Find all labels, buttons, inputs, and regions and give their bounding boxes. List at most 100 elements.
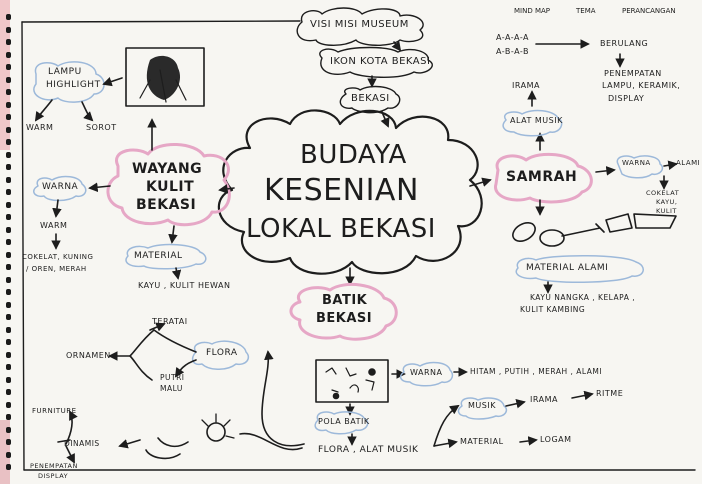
samrah-cokelat-3: KULIT bbox=[656, 207, 677, 215]
binding-hole bbox=[6, 289, 11, 295]
wayang-warna: WARNA bbox=[42, 182, 79, 192]
binding-hole bbox=[6, 426, 11, 433]
samrah-material: MATERIAL ALAMI bbox=[526, 263, 609, 273]
lampu-sorot: SOROT bbox=[86, 123, 117, 132]
binding-hole bbox=[6, 314, 11, 320]
center-title-line2: KESENIAN bbox=[264, 173, 419, 208]
binding-hole bbox=[6, 339, 11, 345]
batik-flora: FLORA bbox=[206, 348, 238, 358]
batik-ritme: RITME bbox=[596, 389, 624, 398]
batik-pola: POLA BATIK bbox=[318, 417, 370, 426]
batik-furniture: FURNITURE bbox=[32, 407, 77, 415]
wayang-colors-2: / OREN, MERAH bbox=[26, 265, 87, 273]
binding-hole bbox=[6, 439, 11, 445]
batik-logam: LOGAM bbox=[540, 435, 572, 444]
header-tema: TEMA bbox=[576, 7, 596, 15]
wayang-material: MATERIAL bbox=[134, 251, 183, 261]
bekasi-node: BEKASI bbox=[351, 93, 390, 104]
binding-hole bbox=[6, 376, 11, 383]
binding-hole bbox=[6, 176, 11, 183]
binding-hole bbox=[6, 251, 11, 258]
left-edge-band-bottom bbox=[0, 420, 10, 484]
batik-musik: MUSIK bbox=[468, 401, 496, 410]
binding-hole bbox=[6, 189, 11, 195]
center-title-line3: LOKAL BEKASI bbox=[246, 214, 436, 244]
binding-hole bbox=[6, 464, 11, 470]
wayang-title-3: BEKASI bbox=[136, 197, 197, 213]
binding-hole bbox=[6, 89, 11, 95]
center-title-line1: BUDAYA bbox=[300, 140, 407, 170]
samrah-warna: WARNA bbox=[622, 159, 651, 167]
batik-warna: WARNA bbox=[410, 368, 443, 377]
samrah-material-value-2: KULIT KAMBING bbox=[520, 305, 586, 314]
binding-hole bbox=[6, 401, 11, 408]
binding-hole bbox=[6, 351, 11, 358]
samrah-title: SAMRAH bbox=[506, 169, 578, 185]
binding-hole bbox=[6, 264, 11, 270]
samrah-irama: IRAMA bbox=[512, 81, 540, 90]
header-perancangan: PERANCANGAN bbox=[622, 7, 676, 15]
batik-irama: IRAMA bbox=[530, 395, 558, 404]
binding-hole bbox=[6, 114, 11, 120]
batik-warna-value: HITAM , PUTIH , MERAH , ALAMI bbox=[470, 367, 603, 376]
samrah-alat-musik: ALAT MUSIK bbox=[510, 116, 563, 125]
samrah-cokelat-2: KAYU, bbox=[656, 198, 678, 206]
wayang-colors-1: COKELAT, KUNING bbox=[22, 253, 94, 261]
binding-hole bbox=[6, 326, 11, 333]
binding-hole bbox=[6, 164, 11, 170]
batik-material: MATERIAL bbox=[460, 437, 504, 446]
binding-hole bbox=[6, 51, 11, 58]
binding-hole bbox=[6, 126, 11, 133]
visi-misi-museum: VISI MISI MUSEUM bbox=[310, 19, 409, 30]
binding-hole bbox=[6, 451, 11, 458]
samrah-cokelat-1: COKELAT bbox=[646, 189, 680, 197]
highlight-label: HIGHLIGHT bbox=[46, 80, 101, 90]
wayang-title-1: WAYANG bbox=[132, 161, 203, 177]
binding-hole bbox=[6, 364, 11, 370]
batik-putri: PUTRI bbox=[160, 373, 185, 382]
batik-display: DISPLAY bbox=[38, 472, 69, 480]
samrah-penempatan-2: LAMPU, KERAMIK, bbox=[602, 81, 681, 90]
binding-hole bbox=[6, 389, 11, 395]
lampu-warm: WARM bbox=[26, 123, 54, 132]
batik-ornamen: ORNAMEN bbox=[66, 351, 111, 360]
batik-penempatan: PENEMPATAN bbox=[30, 462, 78, 470]
batik-dinamis: DINAMIS bbox=[64, 439, 100, 448]
batik-pola-value: FLORA , ALAT MUSIK bbox=[318, 445, 419, 455]
binding-hole bbox=[6, 301, 11, 308]
binding-hole bbox=[6, 414, 11, 420]
binding-hole bbox=[6, 201, 11, 208]
binding-hole bbox=[6, 139, 11, 145]
samrah-material-value-1: KAYU NANGKA , KELAPA , bbox=[530, 293, 636, 302]
batik-malu: MALU bbox=[160, 384, 183, 393]
samrah-penempatan-3: DISPLAY bbox=[608, 94, 645, 103]
lampu-label: LAMPU bbox=[48, 67, 82, 77]
binding-hole bbox=[6, 14, 11, 20]
center-cloud-shape bbox=[217, 109, 483, 275]
batik-title-1: BATIK bbox=[322, 293, 368, 308]
samrah-alami: ALAMI bbox=[676, 159, 701, 167]
samrah-berulang: BERULANG bbox=[600, 39, 649, 48]
wayang-warna-warm: WARM bbox=[40, 221, 68, 230]
wayang-title-2: KULIT bbox=[146, 179, 195, 195]
binding-hole bbox=[6, 214, 11, 220]
samrah-penempatan-1: PENEMPATAN bbox=[604, 69, 662, 78]
binding-hole bbox=[6, 39, 11, 45]
samrah-pattern-2: A-B-A-B bbox=[496, 47, 529, 56]
binding-hole bbox=[6, 76, 11, 83]
binding-hole bbox=[6, 239, 11, 245]
wayang-material-value: KAYU , KULIT HEWAN bbox=[138, 281, 231, 290]
ikon-kota-bekasi: IKON KOTA BEKASI bbox=[330, 56, 431, 67]
frame-left-line bbox=[21, 21, 25, 471]
binding-hole bbox=[6, 276, 11, 283]
binding-hole bbox=[6, 226, 11, 233]
binding-hole bbox=[6, 26, 11, 33]
left-edge-band bbox=[0, 0, 10, 150]
binding-hole bbox=[6, 151, 11, 158]
samrah-pattern-1: A-A-A-A bbox=[496, 33, 529, 42]
batik-teratai: TERATAI bbox=[152, 317, 188, 326]
binding-hole bbox=[6, 64, 11, 70]
batik-title-2: BEKASI bbox=[316, 311, 373, 326]
